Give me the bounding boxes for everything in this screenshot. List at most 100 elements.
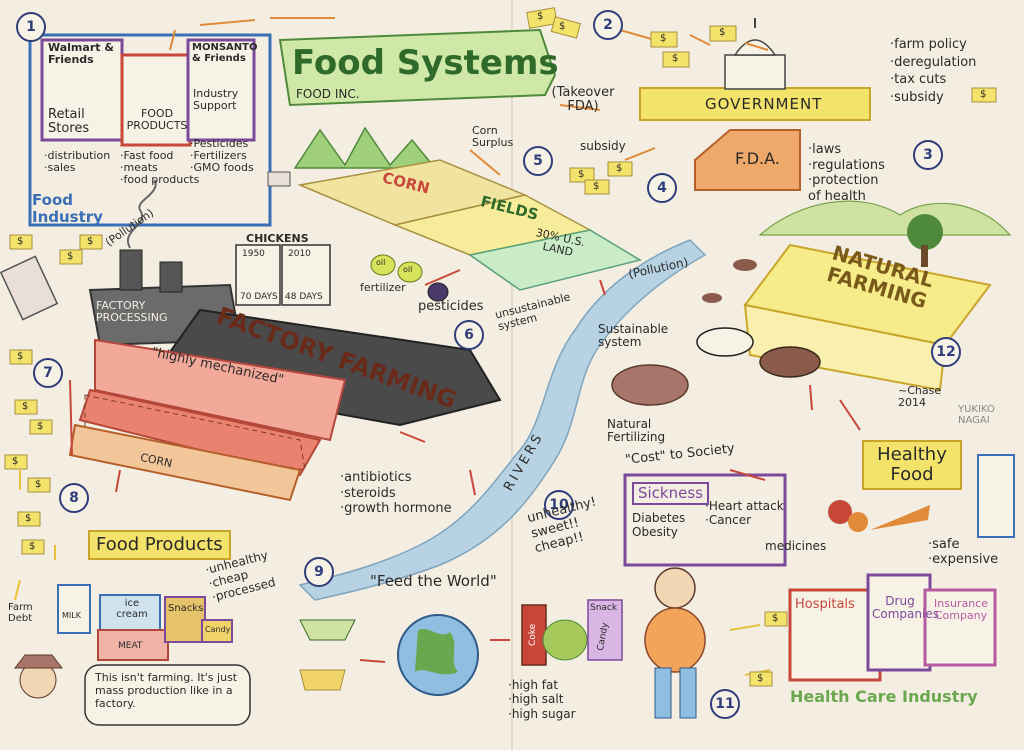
step-number-1: 1 [16,12,46,42]
signature: ~Chase 2014 [898,384,942,410]
farmer-hat [13,654,64,669]
step-number-4: 4 [647,173,677,203]
fda-building [694,129,801,191]
government-plinth [639,87,871,121]
distant-cow-2 [702,293,722,303]
step-number-9: 9 [304,557,334,587]
corn-truck [0,255,59,321]
chicken-year-2010: 2010 [288,249,311,259]
walmart-box [40,38,124,142]
title: Food Systems [292,43,559,83]
money-symbol: $ [559,21,566,32]
factory-cattle-rows [84,394,306,471]
sickness-box [623,473,787,567]
orange-fruit [848,512,868,532]
distant-cow-1 [733,259,757,271]
dairy-cow [696,327,754,357]
smokestack-1 [119,249,143,291]
snack-label: Snack [590,603,618,613]
monsanto-label: MONSANTO & Friends [192,42,258,64]
retail-notes: ·distribution ·sales [44,149,111,175]
natural-fertilizing: Natural Fertilizing [607,417,666,445]
candy-bag [587,599,623,661]
money-symbol: $ [67,251,74,262]
step-number-8: 8 [59,483,89,513]
food-products-label: Food Products [88,530,231,560]
us-land-field [468,229,642,291]
junk-food-notes: ·high fat ·high salt ·high sugar [508,678,576,721]
food-products-box-label: FOOD PRODUCTS [126,107,188,133]
money-symbol: $ [616,163,623,174]
farm-debt: Farm Debt [8,602,33,624]
brown-cow [759,346,821,378]
healthy-food-notes: ·safe ·expensive [928,537,999,567]
small-truck [267,171,291,187]
food-products-box [120,53,192,147]
money-symbol: $ [35,479,42,490]
money-symbol: $ [593,181,600,192]
milk-item [57,584,91,634]
government-label: GOVERNMENT [705,95,823,113]
food-notes: ·Fast food ·meats ·food products [120,149,200,187]
money-symbol: $ [772,613,779,624]
globe-continent [415,628,458,675]
factory-drugs: ·antibiotics ·steroids ·growth hormone [340,470,452,517]
fda-notes: ·laws ·regulations ·protection of health [808,142,885,204]
tree-crown [907,214,943,250]
coke-bottle [521,604,547,666]
artist-name: YUKIKO NAGAI [958,404,995,426]
medicines-label: medicines [765,539,827,553]
money-symbol: $ [29,541,36,552]
person-body [644,607,706,673]
sustainable-system: Sustainable system [598,322,669,350]
takeover-fda: (Takeover FDA) [551,85,615,115]
money-symbol: $ [660,33,667,44]
person-leg-right [679,667,697,719]
person-head [654,567,696,609]
step-number-10: 10 [544,490,574,520]
milk-label: MILK [62,611,81,620]
money-symbol: $ [22,401,29,412]
hospitals-label: Hospitals [795,597,855,612]
food-industry-frame [28,33,272,227]
hills-right [758,200,1012,236]
step-number-12: 12 [931,337,961,367]
factory-smoke [127,179,157,249]
money-symbol: $ [37,421,44,432]
diseases-left: Diabetes Obesity [632,511,686,539]
subsidy-label: subsidy [580,139,626,153]
orange-arrows [169,17,769,176]
chickens-label: CHICKENS [246,232,309,245]
insurance-box [923,588,997,667]
government-notes: ·farm policy ·deregulation ·tax cuts ·su… [890,37,977,105]
meat-item [97,629,169,661]
person-leg-left [654,667,672,719]
step-number-2: 2 [593,10,623,40]
chicken-days-2010: 48 DAYS [285,292,323,302]
oil-label-2: oil [403,265,413,274]
chicken-days-1950: 70 DAYS [240,292,278,302]
factory-processing-label: FACTORY PROCESSING [96,299,168,325]
pig [611,364,689,406]
monsanto-box [186,38,256,142]
carrot [870,505,930,530]
money-symbol: $ [87,236,94,247]
pesticide-can [427,282,449,302]
walmart-label: Walmart & Friends [48,41,114,67]
corn-surplus: Corn Surplus [472,124,514,150]
step-number-7: 7 [33,358,63,388]
food-industry-label: Food Industry [32,191,103,226]
retail-stores-label: Retail Stores [48,107,90,137]
red-arrows [69,269,861,663]
factory-farm-roof [94,338,347,442]
health-care-industry-label: Health Care Industry [790,687,978,706]
fda-label: F.D.A. [735,149,780,168]
money-notes [4,7,997,687]
money-symbol: $ [980,89,987,100]
oil-label-1: oil [376,258,386,267]
feed-the-world: "Feed the World" [370,572,497,590]
tree-trunk [921,245,928,267]
step-number-3: 3 [913,140,943,170]
drug-companies-label: Drug Companies [872,594,939,622]
oil-drum-2 [397,261,423,283]
